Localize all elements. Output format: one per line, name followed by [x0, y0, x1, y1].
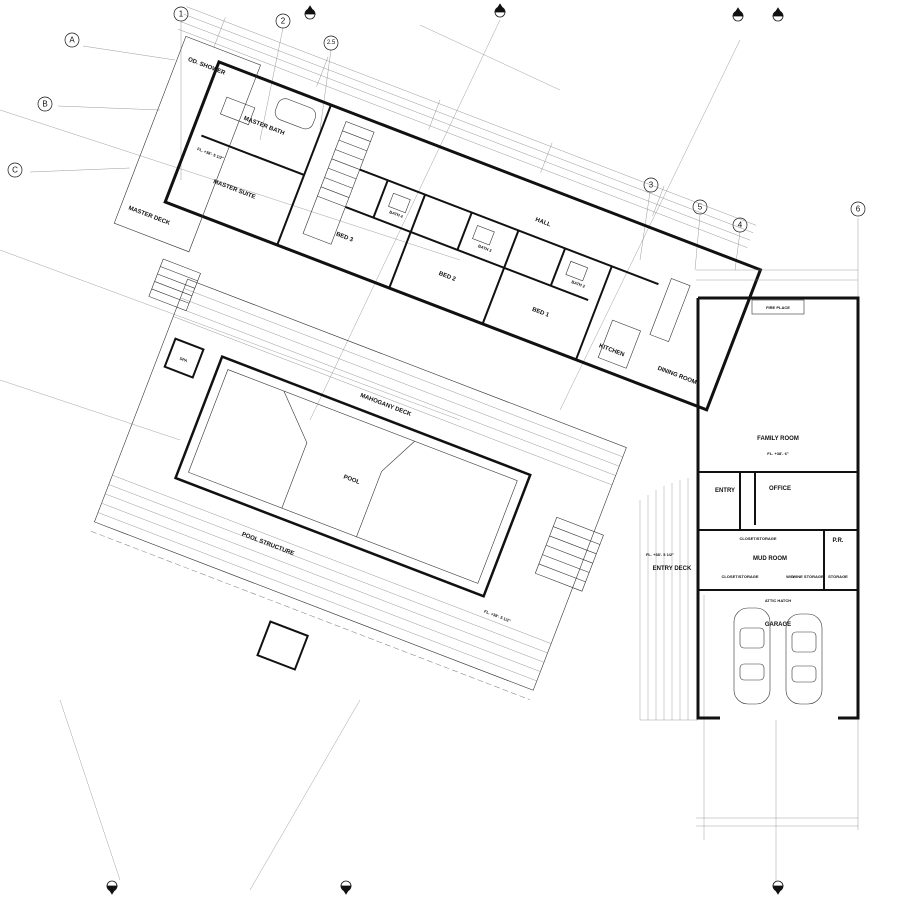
main-wing: OD. SHOWER MASTER BATH MASTER SUITE MAST…: [113, 6, 763, 412]
elevation-tag-pool: FL. +38'- 5 1/2": [483, 609, 511, 624]
room-label-bath-4: BATH 4: [389, 209, 405, 219]
grid-bubble-2-5: 2.5: [323, 35, 339, 51]
grid-bubble-1: 1: [173, 6, 189, 22]
elevation-tag-master: FL. +38'- 5 1/2": [197, 146, 225, 161]
section-marker-icon: [732, 7, 744, 22]
dimension-lines-top: [177, 6, 757, 248]
section-marker-icon: [772, 7, 784, 22]
grid-bubble-2: 2: [275, 13, 291, 29]
grid-bubble-a: A: [64, 32, 80, 48]
svg-text:B: B: [42, 100, 47, 109]
section-marker-icon: [772, 880, 784, 895]
grid-lines: [0, 19, 859, 891]
room-label-office: OFFICE: [769, 486, 791, 492]
svg-text:2.5: 2.5: [327, 40, 336, 46]
room-label-kitchen: KITCHEN: [598, 343, 625, 358]
car-icon: [733, 607, 771, 705]
room-label-wd: W/D: [786, 574, 794, 579]
svg-text:C: C: [12, 166, 18, 175]
elevation-tag-family: FL. +38'- 6": [767, 451, 789, 456]
svg-text:4: 4: [738, 221, 743, 230]
section-marker-icon: [106, 880, 118, 895]
room-label-hall: HALL: [534, 217, 551, 228]
room-label-master-deck: MASTER DECK: [127, 205, 171, 227]
room-label-wine-storage: WINE STORAGE: [792, 574, 824, 579]
svg-text:A: A: [69, 36, 75, 45]
grid-bubble-4: 4: [732, 217, 748, 233]
grid-bubble-5: 5: [692, 199, 708, 215]
label-fire-place: FIRE PLACE: [766, 305, 790, 310]
fixtures: [220, 96, 691, 369]
pool-outline: [173, 355, 532, 598]
room-label-bath-3: BATH 3: [477, 243, 493, 253]
pool-area: MAHOGANY DECK POOL SPA POOL STRUCTURE FL…: [90, 258, 627, 700]
room-label-entry-deck: ENTRY DECK: [653, 566, 692, 572]
grid-bubble-b: B: [37, 96, 53, 112]
room-label-pool-structure: POOL STRUCTURE: [241, 532, 295, 558]
main-wing-walls: [163, 60, 763, 412]
grid-bubbles: 1 2 2.5 3 4 5 6 A B C: [7, 6, 866, 233]
section-markers: [106, 3, 784, 895]
svg-text:6: 6: [856, 205, 861, 214]
room-label-bath-2: BATH 2: [571, 279, 587, 289]
room-label-pool: POOL: [342, 474, 360, 486]
room-label-od-shower: OD. SHOWER: [187, 57, 226, 77]
car-icon: [785, 613, 823, 705]
svg-text:1: 1: [179, 10, 184, 19]
family-wing: FIRE PLACE FAMILY ROOM FL. +38'- 6" ENTR…: [639, 269, 860, 827]
pool-structure-box: [256, 620, 310, 671]
room-label-garage: GARAGE: [765, 622, 791, 628]
svg-text:5: 5: [698, 203, 703, 212]
section-marker-icon: [494, 3, 506, 18]
room-label-entry: ENTRY: [715, 488, 735, 494]
deck-stairs: [148, 258, 604, 592]
section-marker-icon: [340, 880, 352, 895]
fireplace: [751, 299, 805, 315]
room-label-bed-2: BED 2: [438, 271, 457, 283]
label-attic-hatch: ATTIC HATCH: [765, 598, 791, 603]
room-label-storage: STORAGE: [828, 574, 848, 579]
room-label-bed-3: BED 3: [335, 232, 354, 244]
section-marker-icon: [304, 5, 316, 20]
room-label-master-suite: MASTER SUITE: [212, 179, 256, 201]
grid-bubble-c: C: [7, 162, 23, 178]
entry-deck-boards: [639, 478, 698, 721]
room-label-family-room: FAMILY ROOM: [757, 436, 799, 442]
room-label-pr: P.R.: [833, 538, 844, 544]
svg-text:2: 2: [281, 17, 286, 26]
room-label-mud-room: MUD ROOM: [753, 556, 787, 562]
room-label-bed-1: BED 1: [531, 307, 550, 319]
grid-bubble-6: 6: [850, 201, 866, 217]
master-deck-outline: [113, 36, 261, 253]
room-label-closet-storage-2: CLOSET/STORAGE: [721, 574, 758, 579]
stair: [302, 121, 375, 245]
room-label-mahogany-deck: MAHOGANY DECK: [359, 393, 412, 418]
room-label-closet-storage: CLOSET/STORAGE: [739, 536, 776, 541]
room-label-dining-room: DINING ROOM: [656, 366, 697, 386]
spa-outline: [163, 337, 205, 379]
elevation-tag-entry: FL. +38'- 5 1/2": [646, 552, 674, 557]
room-label-spa: SPA: [179, 356, 188, 364]
